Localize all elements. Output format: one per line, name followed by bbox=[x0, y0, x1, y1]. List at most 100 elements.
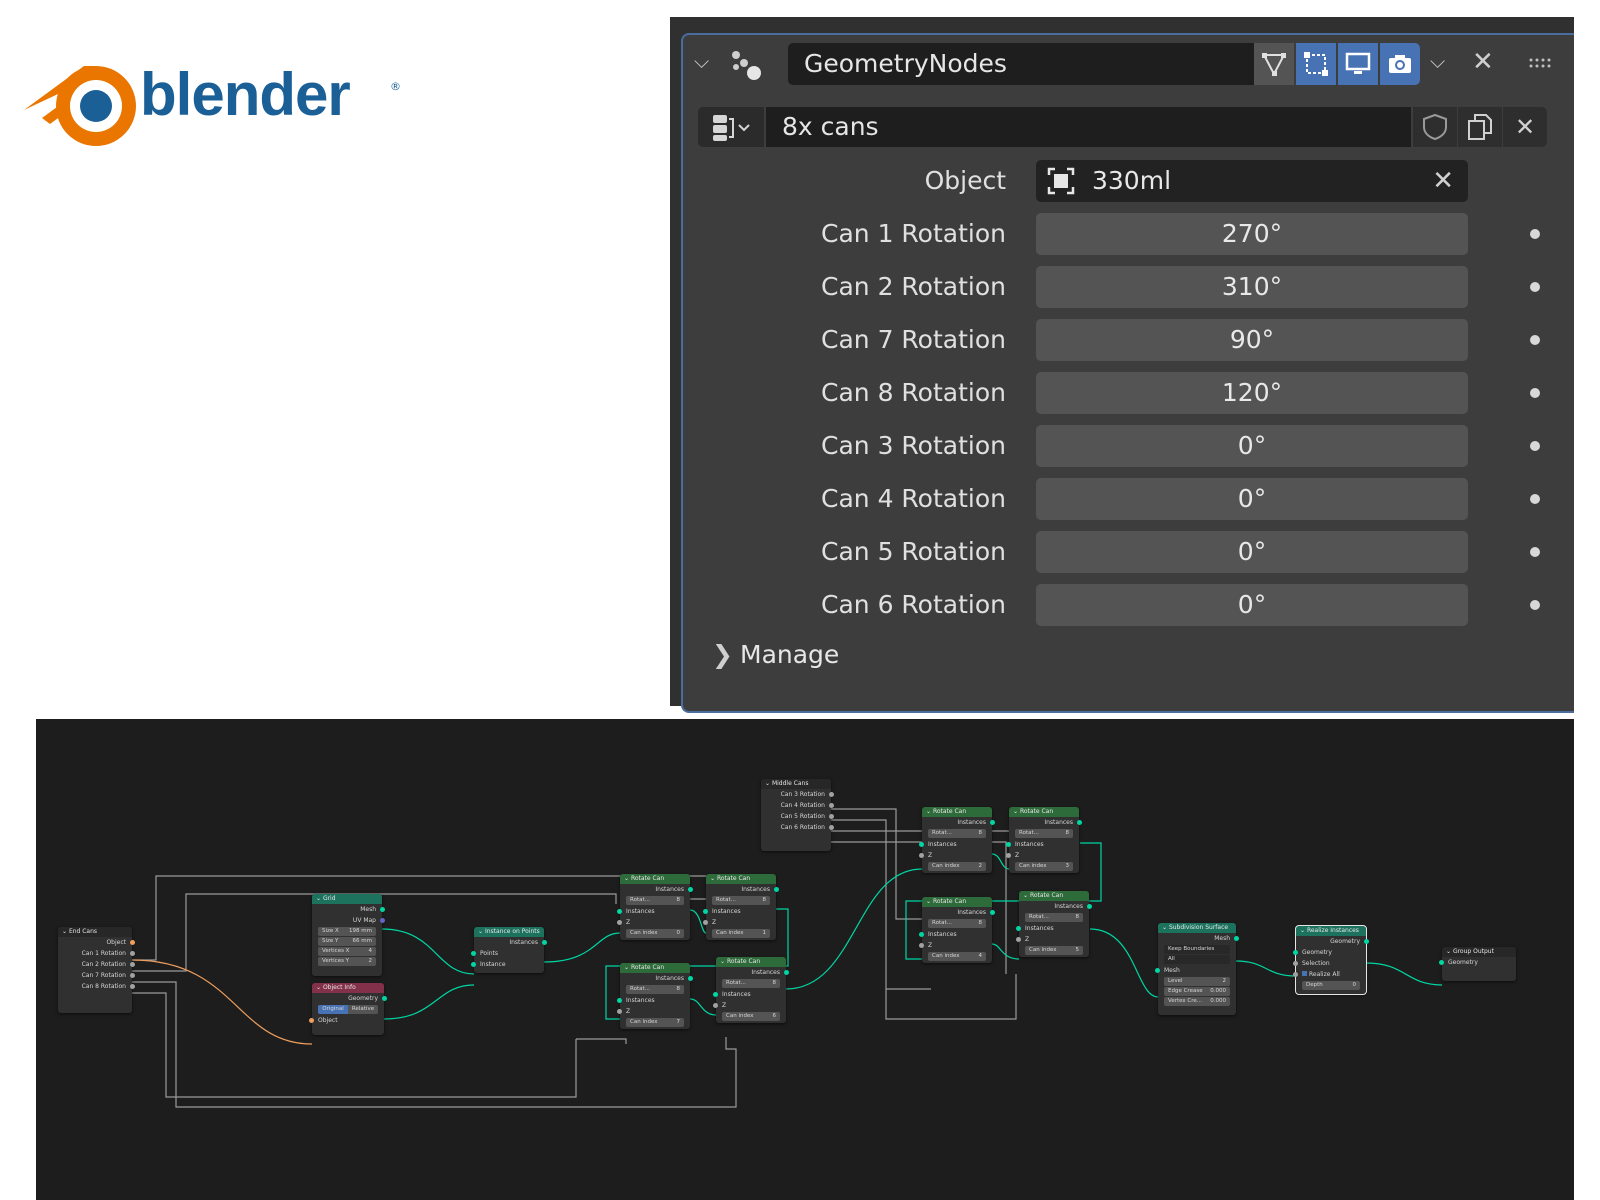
geometry-socket[interactable] bbox=[1234, 936, 1239, 941]
geometry-node-editor[interactable]: ⌄ End Cans Object Can 1 Rotation Can 2 R… bbox=[36, 719, 1574, 1200]
geometry-socket[interactable] bbox=[380, 907, 385, 912]
rotation-value-field[interactable]: 0° bbox=[1036, 531, 1468, 573]
unlink-node-group-button[interactable]: ✕ bbox=[1503, 107, 1547, 147]
vector-socket[interactable] bbox=[380, 918, 385, 923]
remove-modifier-icon[interactable]: ✕ bbox=[1472, 47, 1494, 77]
geometry-socket[interactable] bbox=[990, 910, 995, 915]
rotate-can-node[interactable]: ⌄ Rotate Can Instances Rotat... 8 Instan… bbox=[617, 963, 693, 1029]
geometry-socket[interactable] bbox=[1364, 939, 1369, 944]
can-index-field[interactable]: Can index 7 bbox=[626, 1018, 684, 1027]
end-cans-group-input-node[interactable]: ⌄ End Cans Object Can 1 Rotation Can 2 R… bbox=[58, 927, 135, 1013]
node-tree-browse-button[interactable] bbox=[698, 107, 764, 147]
subdivision-surface-node[interactable]: ⌄ Subdivision Surface Mesh Keep Boundari… bbox=[1155, 923, 1239, 1015]
checkbox-icon[interactable] bbox=[1302, 971, 1307, 976]
render-toggle[interactable] bbox=[1380, 43, 1420, 85]
relative-option[interactable]: Relative bbox=[351, 1006, 375, 1012]
level-field[interactable]: Level 2 bbox=[1164, 977, 1230, 986]
vertices-x-field[interactable]: Vertices X 4 bbox=[318, 947, 376, 956]
node-group-field[interactable]: Rotat... 8 bbox=[928, 829, 986, 838]
boundary-dropdown[interactable]: Keep Boundaries bbox=[1164, 945, 1230, 954]
keyframe-dot-icon[interactable] bbox=[1530, 441, 1540, 451]
can-index-field[interactable]: Can index 1 bbox=[712, 929, 770, 938]
realize-instances-node[interactable]: ⌄ Realize Instances Geometry Geometry Se… bbox=[1293, 925, 1369, 995]
node-group-name-field[interactable]: 8x cans bbox=[766, 107, 1411, 147]
geometry-socket[interactable] bbox=[688, 976, 693, 981]
drag-handle-icon[interactable] bbox=[1528, 57, 1554, 69]
geometry-socket[interactable] bbox=[1293, 950, 1298, 955]
rotate-can-node[interactable]: ⌄ Rotate Can Instances Rotat... 8 Instan… bbox=[919, 897, 995, 963]
float-socket[interactable] bbox=[617, 1009, 622, 1014]
geometry-socket[interactable] bbox=[1087, 904, 1092, 909]
keyframe-dot-icon[interactable] bbox=[1530, 494, 1540, 504]
geometry-socket[interactable] bbox=[471, 962, 476, 967]
duplicate-node-group-button[interactable] bbox=[1458, 107, 1502, 147]
geometry-socket[interactable] bbox=[617, 998, 622, 1003]
vertices-y-field[interactable]: Vertices Y 2 bbox=[318, 957, 376, 966]
float-socket[interactable] bbox=[919, 943, 924, 948]
depth-field[interactable]: Depth 0 bbox=[1302, 981, 1360, 990]
geometry-socket[interactable] bbox=[382, 996, 387, 1001]
can-index-field[interactable]: Can index 6 bbox=[722, 1012, 780, 1021]
node-group-field[interactable]: Rotat... 8 bbox=[626, 985, 684, 994]
grid-node[interactable]: ⌄ Grid Mesh UV Map Size X 198 mm Size Y … bbox=[312, 894, 385, 976]
geometry-socket[interactable] bbox=[1155, 968, 1160, 973]
keyframe-dot-icon[interactable] bbox=[1530, 335, 1540, 345]
float-socket[interactable] bbox=[703, 920, 708, 925]
geometry-socket[interactable] bbox=[1006, 842, 1011, 847]
float-socket[interactable] bbox=[1016, 937, 1021, 942]
geometry-socket[interactable] bbox=[784, 970, 789, 975]
float-socket[interactable] bbox=[130, 973, 135, 978]
node-group-field[interactable]: Rotat... 8 bbox=[626, 896, 684, 905]
keyframe-dot-icon[interactable] bbox=[1530, 229, 1540, 239]
rotate-can-node[interactable]: ⌄ Rotate Can Instances Rotat... 8 Instan… bbox=[919, 807, 995, 873]
clear-object-icon[interactable]: ✕ bbox=[1432, 166, 1454, 196]
geometry-socket[interactable] bbox=[542, 940, 547, 945]
can-index-field[interactable]: Can index 3 bbox=[1015, 862, 1073, 871]
geometry-socket[interactable] bbox=[688, 887, 693, 892]
float-socket[interactable] bbox=[713, 1003, 718, 1008]
edit-mode-toggle[interactable] bbox=[1254, 43, 1294, 85]
fake-user-button[interactable] bbox=[1413, 107, 1457, 147]
rotate-can-node[interactable]: ⌄ Rotate Can Instances Rotat... 8 Instan… bbox=[617, 874, 693, 940]
geometry-socket[interactable] bbox=[1439, 960, 1444, 965]
keyframe-dot-icon[interactable] bbox=[1530, 282, 1540, 292]
float-socket[interactable] bbox=[130, 962, 135, 967]
rotation-value-field[interactable]: 310° bbox=[1036, 266, 1468, 308]
node-group-field[interactable]: Rotat... 8 bbox=[712, 896, 770, 905]
rotation-value-field[interactable]: 0° bbox=[1036, 478, 1468, 520]
geometry-socket[interactable] bbox=[774, 887, 779, 892]
rotation-value-field[interactable]: 0° bbox=[1036, 584, 1468, 626]
rotation-value-field[interactable]: 270° bbox=[1036, 213, 1468, 255]
keyframe-dot-icon[interactable] bbox=[1530, 600, 1540, 610]
float-socket[interactable] bbox=[1006, 853, 1011, 858]
realtime-viewport-toggle[interactable] bbox=[1338, 43, 1378, 85]
float-socket[interactable] bbox=[919, 853, 924, 858]
modifier-menu-chevron-icon[interactable]: ⌵ bbox=[1430, 49, 1446, 73]
on-cage-toggle[interactable] bbox=[1296, 43, 1336, 85]
manage-panel-toggle[interactable]: ❯Manage bbox=[712, 635, 839, 675]
float-socket[interactable] bbox=[829, 792, 834, 797]
object-socket[interactable] bbox=[309, 1018, 314, 1023]
geometry-socket[interactable] bbox=[1016, 926, 1021, 931]
boolean-socket[interactable] bbox=[1293, 972, 1298, 977]
geometry-socket[interactable] bbox=[919, 932, 924, 937]
uv-smooth-dropdown[interactable]: All bbox=[1164, 955, 1230, 964]
geometry-socket[interactable] bbox=[919, 842, 924, 847]
keyframe-dot-icon[interactable] bbox=[1530, 388, 1540, 398]
float-socket[interactable] bbox=[829, 825, 834, 830]
can-index-field[interactable]: Can index 5 bbox=[1025, 946, 1083, 955]
rotate-can-node[interactable]: ⌄ Rotate Can Instances Rotat... 8 Instan… bbox=[713, 957, 789, 1023]
float-socket[interactable] bbox=[617, 920, 622, 925]
object-input-field[interactable]: 330ml ✕ bbox=[1036, 160, 1468, 202]
object-socket[interactable] bbox=[130, 940, 135, 945]
rotate-can-node[interactable]: ⌄ Rotate Can Instances Rotat... 8 Instan… bbox=[703, 874, 779, 940]
can-index-field[interactable]: Can index 0 bbox=[626, 929, 684, 938]
float-socket[interactable] bbox=[130, 951, 135, 956]
boolean-socket[interactable] bbox=[1293, 961, 1298, 966]
size-x-field[interactable]: Size X 198 mm bbox=[318, 927, 376, 936]
size-y-field[interactable]: Size Y 66 mm bbox=[318, 937, 376, 946]
rotate-can-node[interactable]: ⌄ Rotate Can Instances Rotat... 8 Instan… bbox=[1006, 807, 1082, 873]
edge-crease-field[interactable]: Edge Crease 0.000 bbox=[1164, 987, 1230, 996]
geometry-socket[interactable] bbox=[617, 909, 622, 914]
